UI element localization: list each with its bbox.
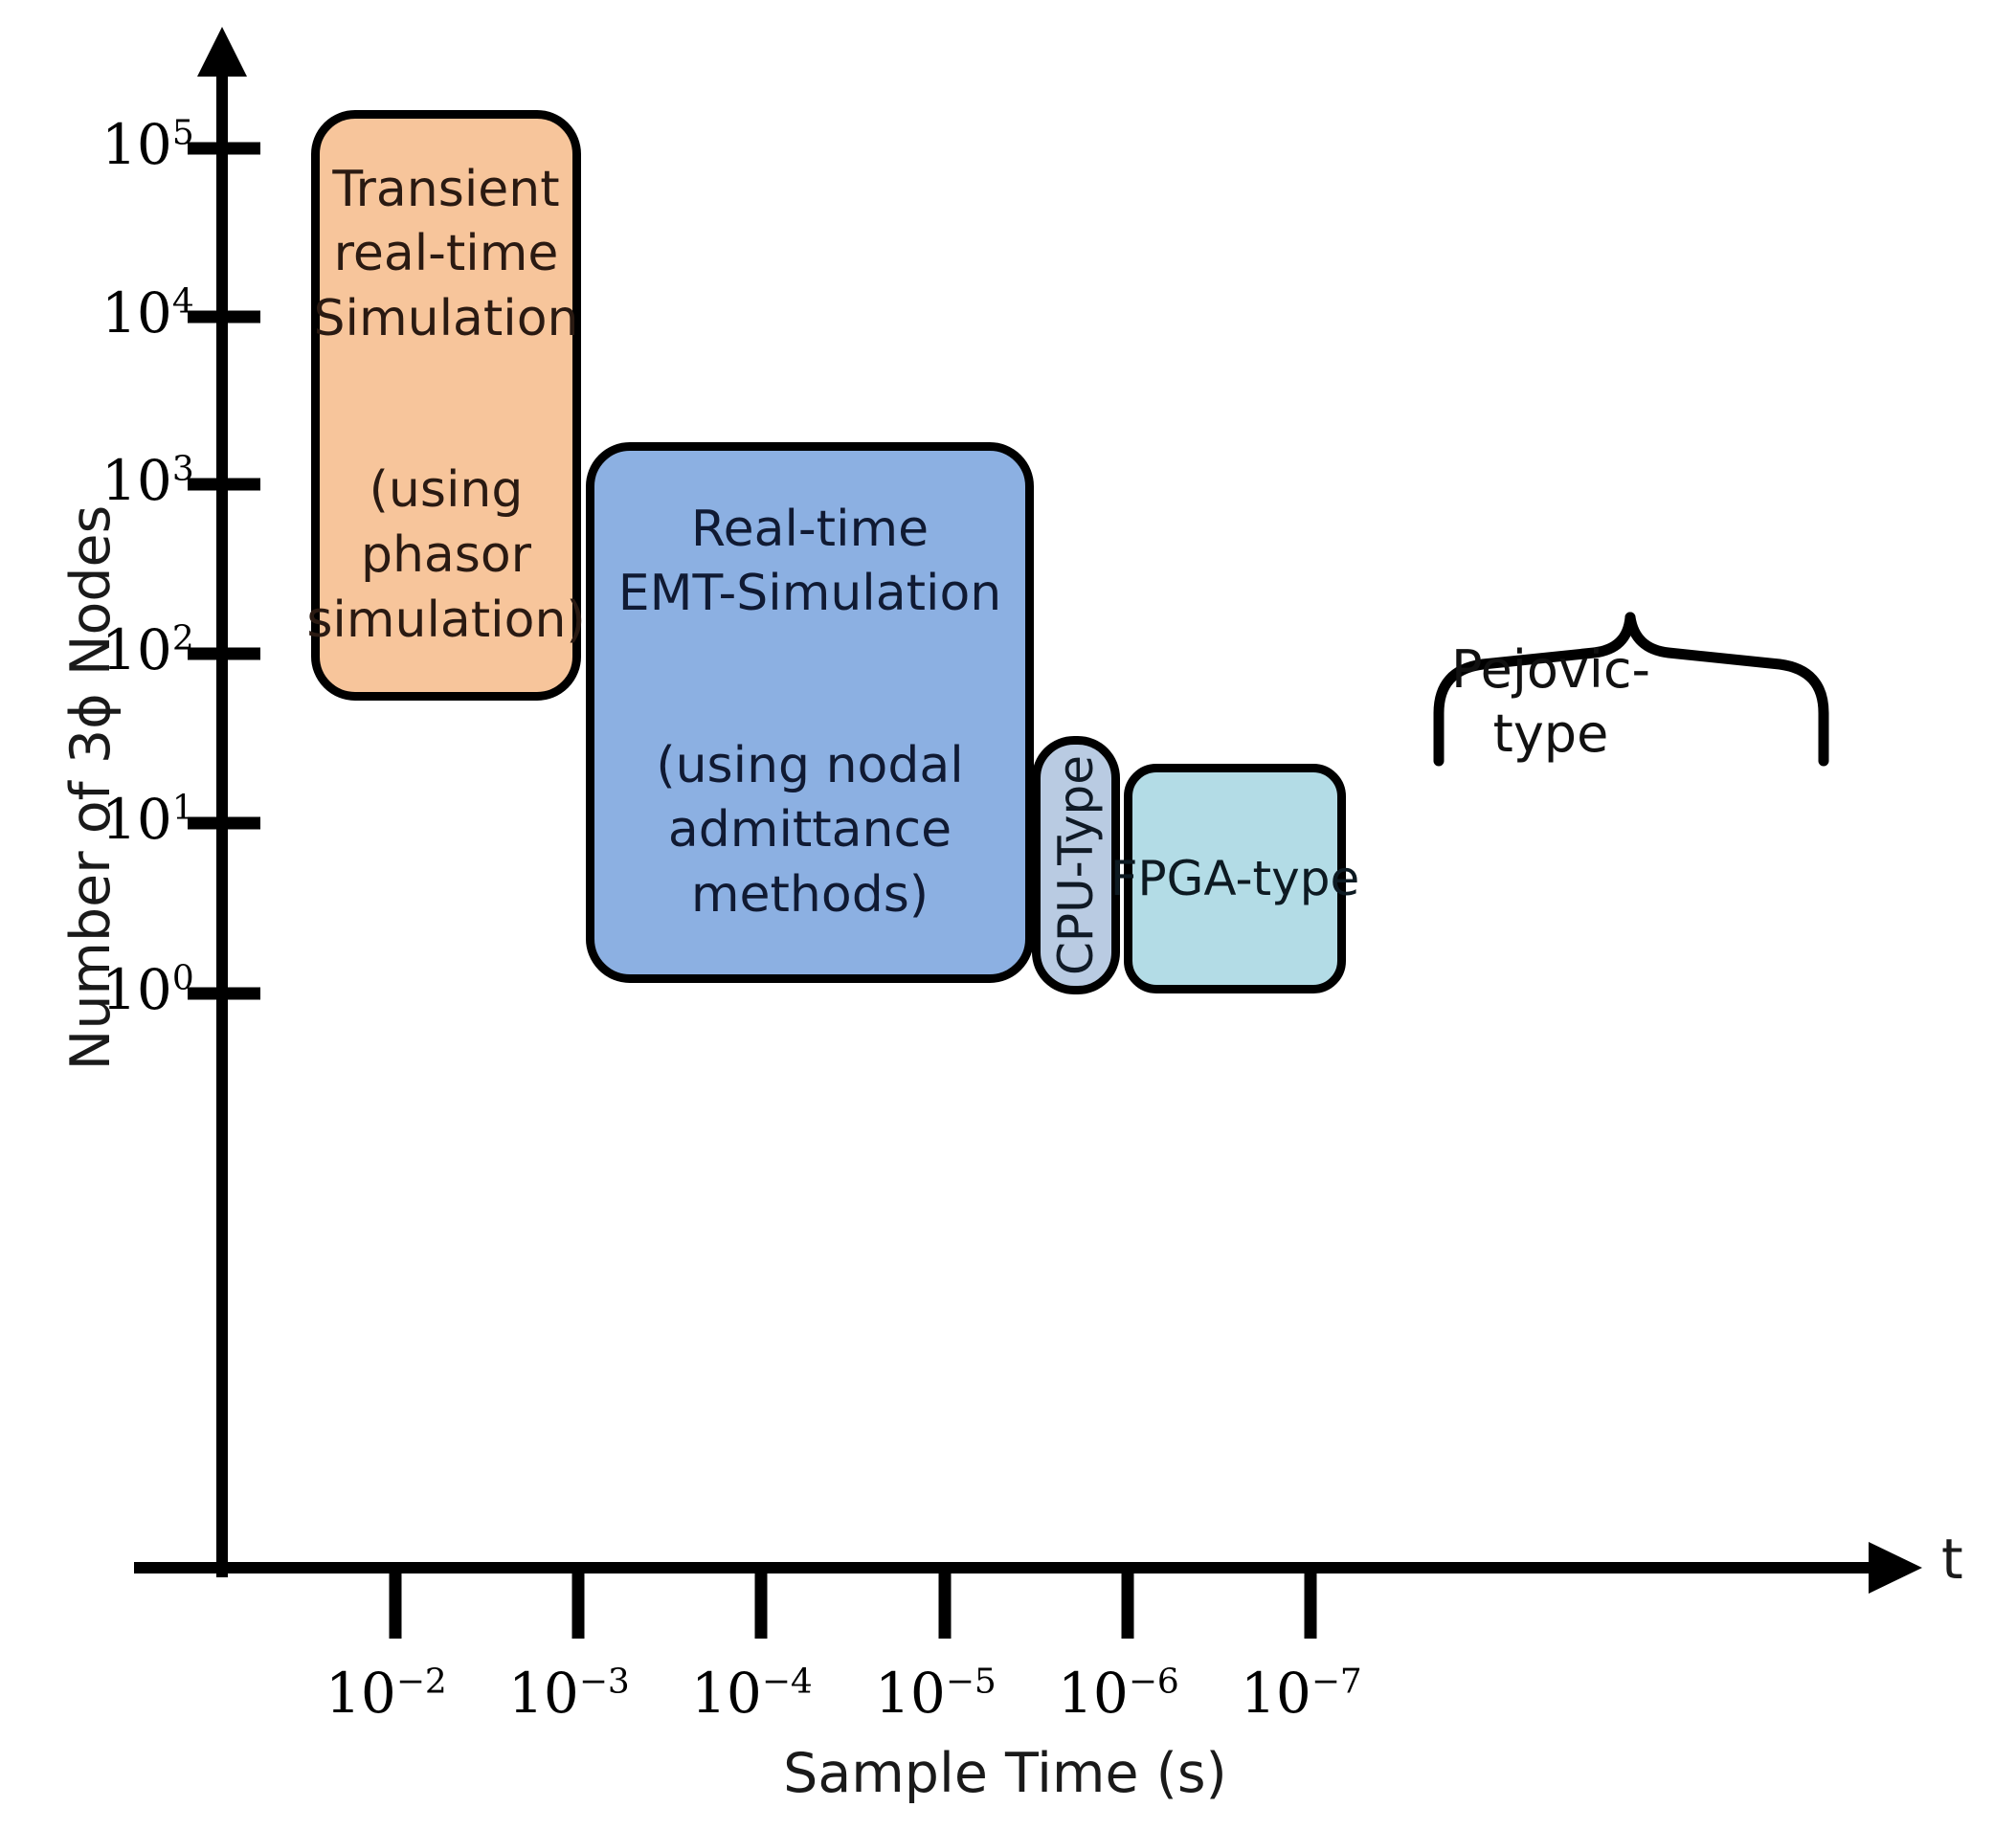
- y-tick-marks: [188, 142, 260, 1000]
- transient-line-1: Transient: [332, 160, 560, 218]
- y-axis-arrowhead: [197, 27, 247, 77]
- region-fpga-type[interactable]: FPGA-type: [1110, 764, 1359, 993]
- region-cpu-type[interactable]: CPU-Type: [1032, 736, 1120, 994]
- region-transient-label: Transient real-time Simulation (using ph…: [306, 158, 585, 653]
- region-transient-real-time-simulation[interactable]: Transient real-time Simulation (using ph…: [306, 110, 586, 701]
- transient-line-2: real-time: [333, 225, 559, 283]
- transient-line-5: phasor: [360, 525, 532, 584]
- y-tick-label-1e0: 100: [101, 957, 194, 1022]
- y-tick-label-1e1: 101: [101, 787, 194, 852]
- region-real-time-emt-simulation[interactable]: Real-time EMT-Simulation (using nodal ad…: [586, 442, 1034, 983]
- x-tick-label-1e-3: 10−3: [508, 1661, 630, 1726]
- y-axis-title: Number of 3ϕ Nodes: [59, 504, 123, 1071]
- transient-line-gap: [306, 352, 585, 394]
- x-axis-title: Sample Time (s): [783, 1742, 1227, 1805]
- region-emt-label: Real-time EMT-Simulation (using nodal ad…: [608, 498, 1012, 928]
- y-tick-label-1e3: 103: [101, 448, 194, 513]
- region-cpu-type-label: CPU-Type: [1048, 755, 1104, 975]
- pejovic-curly-brace: [1433, 612, 1829, 767]
- transient-line-6: simulation): [306, 591, 586, 649]
- pejovic-line-2: type: [1492, 703, 1609, 764]
- x-axis-arrowhead: [1869, 1542, 1922, 1594]
- pejovic-line-1: Pejovic-: [1450, 639, 1651, 700]
- emt-line-4: admittance methods): [667, 801, 952, 924]
- emt-line-1: Real-time: [690, 500, 930, 558]
- x-tick-label-1e-6: 10−6: [1058, 1661, 1179, 1726]
- region-fpga-type-label: FPGA-type: [1109, 851, 1360, 906]
- x-tick-label-1e-4: 10−4: [691, 1661, 813, 1726]
- x-tick-label-1e-5: 10−5: [875, 1661, 997, 1726]
- x-tick-marks: [389, 1568, 1317, 1639]
- emt-line-gap: [608, 627, 1012, 669]
- y-tick-label-1e5: 105: [101, 112, 194, 177]
- transient-line-4: (using: [369, 461, 524, 520]
- pejovic-type-annotation-label: Pejovic- type: [1417, 638, 1685, 767]
- x-tick-label-1e-7: 10−7: [1241, 1661, 1362, 1726]
- x-axis-symbol-t: t: [1941, 1527, 1963, 1592]
- x-tick-label-1e-2: 10−2: [325, 1661, 447, 1726]
- emt-line-2: EMT-Simulation: [617, 565, 1002, 623]
- transient-line-3: Simulation: [313, 290, 579, 348]
- y-tick-label-1e4: 104: [101, 280, 194, 346]
- y-tick-label-1e2: 102: [101, 617, 194, 682]
- emt-line-3: (using nodal: [656, 736, 964, 794]
